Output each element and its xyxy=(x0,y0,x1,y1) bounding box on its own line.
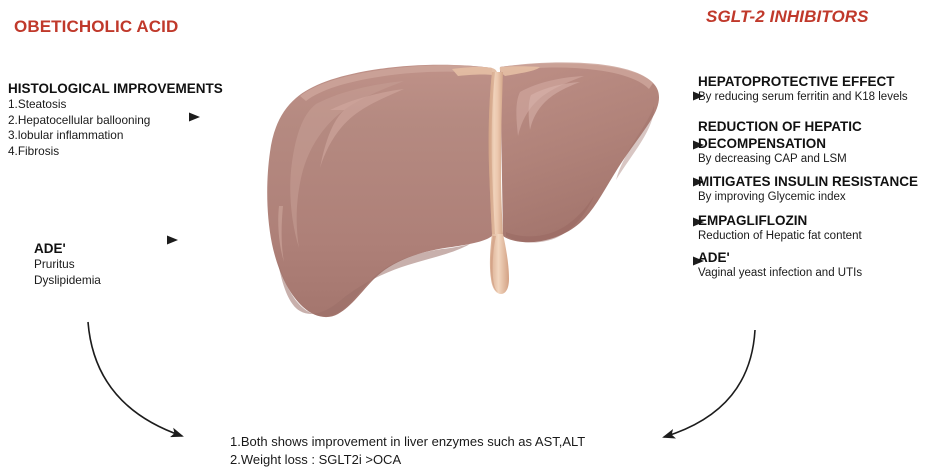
histological-improvements-block: HISTOLOGICAL IMPROVEMENTS 1.Steatosis 2.… xyxy=(8,80,223,159)
shared-finding-2: 2.Weight loss : SGLT2i >OCA xyxy=(230,452,402,467)
reduction-hepatic-decompensation-sub: By decreasing CAP and LSM xyxy=(698,153,847,165)
histological-item-1: 1.Steatosis xyxy=(8,97,67,111)
shared-findings-block: 1.Both shows improvement in liver enzyme… xyxy=(230,433,585,469)
gallbladder xyxy=(489,234,509,294)
sglt2-adverse-effects-block: ADE' Vaginal yeast infection and UTIs xyxy=(698,249,862,281)
empagliflozin-sub: Reduction of Hepatic fat content xyxy=(698,230,862,242)
oca-adverse-effects-block: ADE' Pruritus Dyslipidemia xyxy=(34,240,101,288)
histological-item-4: 4.Fibrosis xyxy=(8,143,60,158)
empagliflozin-heading: EMPAGLIFLOZIN xyxy=(698,213,808,228)
liver-left-lobe xyxy=(267,64,492,318)
histological-improvements-heading: HISTOLOGICAL IMPROVEMENTS xyxy=(8,81,223,96)
hepatoprotective-effect-sub: By reducing serum ferritin and K18 level… xyxy=(698,91,908,103)
shared-finding-1: 1.Both shows improvement in liver enzyme… xyxy=(230,434,586,449)
falciform-ligament xyxy=(452,66,540,234)
oca-adverse-item-2: Dyslipidemia xyxy=(34,272,101,287)
hepatoprotective-effect-block: HEPATOPROTECTIVE EFFECT By reducing seru… xyxy=(698,73,908,105)
mitigates-insulin-resistance-block: MITIGATES INSULIN RESISTANCE By improvin… xyxy=(698,173,918,205)
oca-adverse-effects-heading: ADE' xyxy=(34,241,66,256)
sglt2-inhibitors-title: SGLT-2 INHIBITORS xyxy=(706,7,869,26)
obeticholic-acid-title: OBETICHOLIC ACID xyxy=(14,17,179,36)
mitigates-insulin-resistance-heading: MITIGATES INSULIN RESISTANCE xyxy=(698,174,919,189)
mitigates-insulin-resistance-sub: By improving Glycemic index xyxy=(698,191,846,203)
histological-item-2: 2.Hepatocellular ballooning xyxy=(8,112,151,127)
histological-item-3: 3.lobular inflammation xyxy=(8,128,124,142)
empagliflozin-block: EMPAGLIFLOZIN Reduction of Hepatic fat c… xyxy=(698,212,862,244)
sglt2-adverse-effects-heading: ADE' xyxy=(698,250,730,265)
liver-right-lobe xyxy=(500,62,660,243)
curved-arrow-right-to-shared xyxy=(662,329,756,439)
curved-arrows-group xyxy=(87,321,756,439)
reduction-hepatic-decompensation-heading-line2: DECOMPENSATION xyxy=(698,136,827,151)
reduction-hepatic-decompensation-heading-line1: REDUCTION OF HEPATIC xyxy=(698,119,862,134)
reduction-hepatic-decompensation-block: REDUCTION OF HEPATIC DECOMPENSATION By d… xyxy=(698,118,862,167)
right-arrows-group xyxy=(425,91,704,266)
sglt2-adverse-effects-sub: Vaginal yeast infection and UTIs xyxy=(698,267,863,279)
hepatoprotective-effect-heading: HEPATOPROTECTIVE EFFECT xyxy=(698,74,895,89)
curved-arrow-left-to-shared xyxy=(87,321,184,438)
oca-adverse-item-1: Pruritus xyxy=(34,257,75,271)
